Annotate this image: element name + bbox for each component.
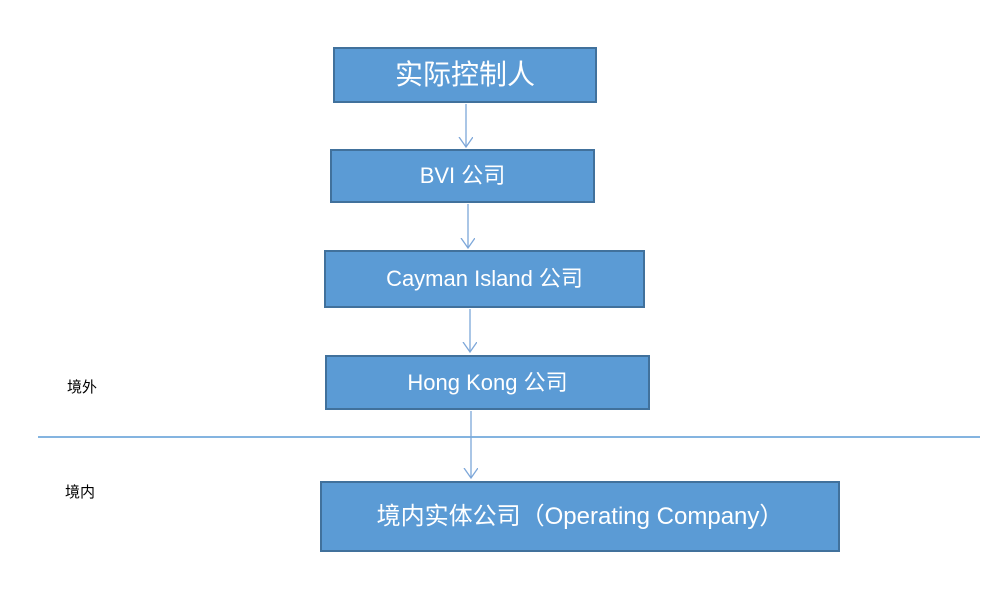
region-label-onshore: 境内 bbox=[65, 484, 96, 501]
node-actual-controller: 实际控制人 bbox=[333, 47, 597, 103]
node-hongkong-company: Hong Kong 公司 bbox=[325, 355, 650, 410]
node-cayman-company: Cayman Island 公司 bbox=[324, 250, 645, 308]
node-bvi-company: BVI 公司 bbox=[330, 149, 595, 203]
node-operating-company: 境内实体公司（Operating Company） bbox=[320, 481, 840, 552]
region-label-offshore: 境外 bbox=[67, 379, 98, 396]
